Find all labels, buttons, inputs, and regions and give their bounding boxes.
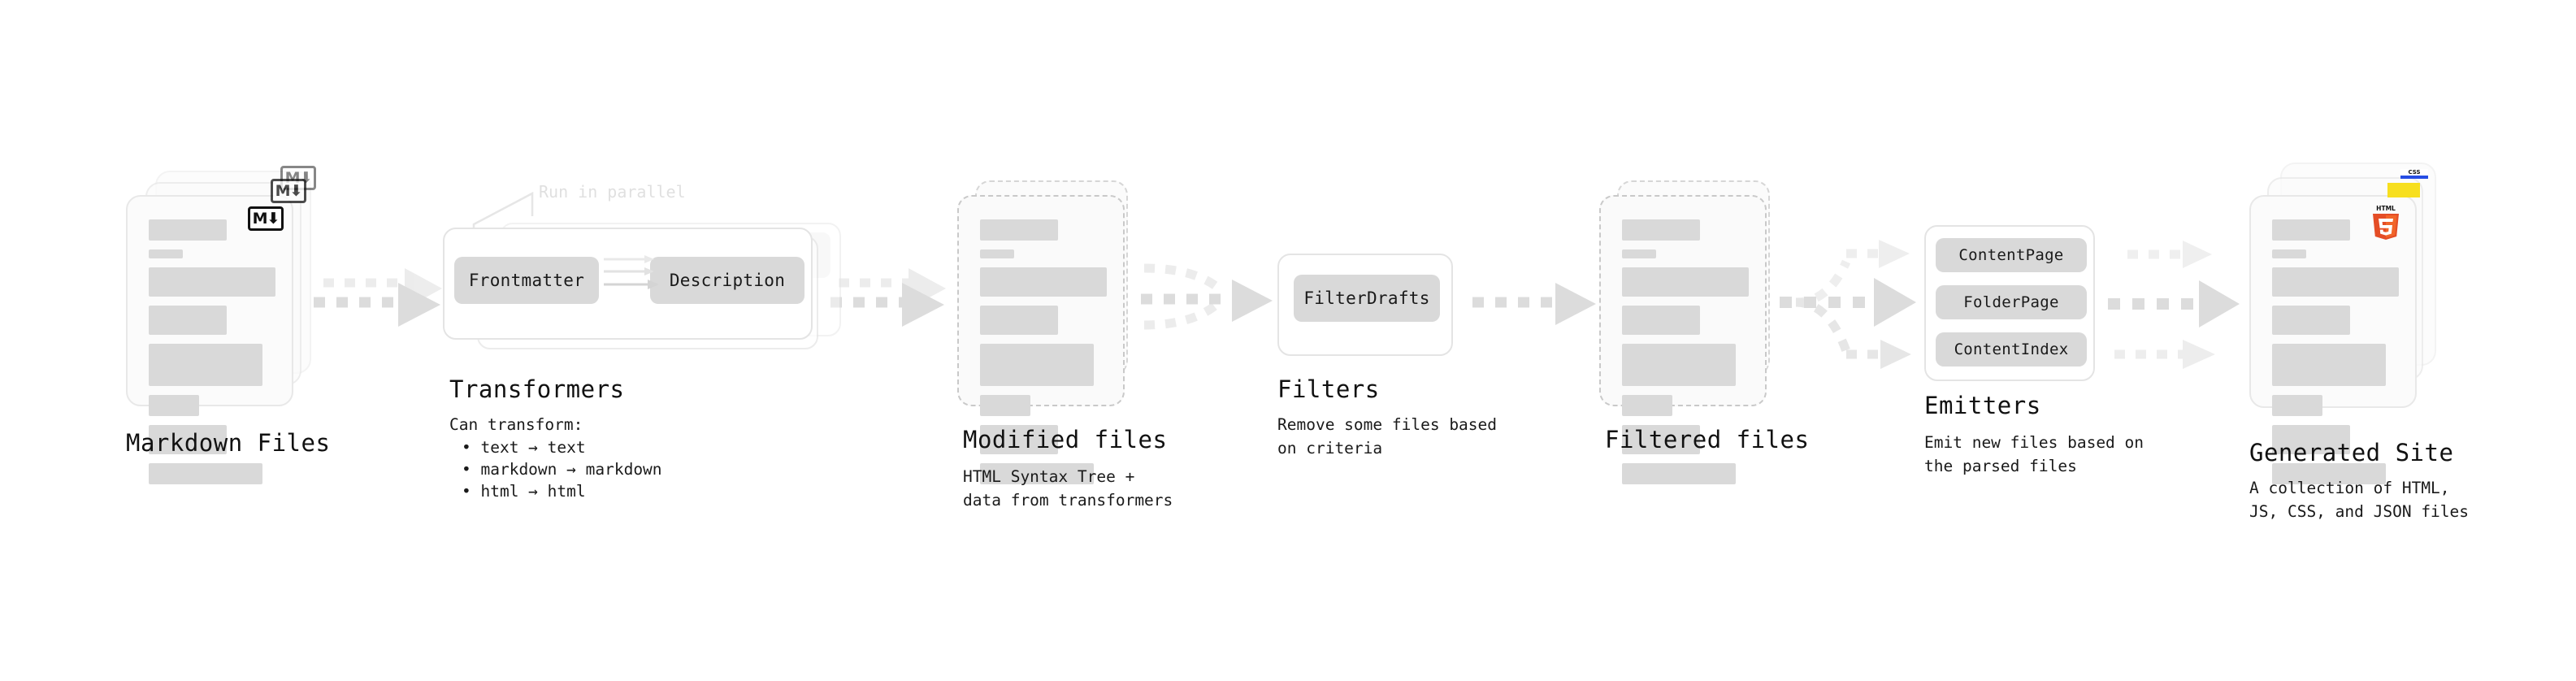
inner-transform-arrows	[604, 255, 659, 289]
stage-markdown-files: M⬇ M⬇ M⬇	[126, 166, 316, 484]
transformers-subtitle: Can transform:	[449, 415, 583, 434]
connector-transformers-to-modified	[839, 268, 946, 309]
emitters-subtitle: Emit new files based on the parsed files	[1924, 433, 2144, 476]
chip-contentindex[interactable]: ContentIndex	[1936, 332, 2087, 367]
connector-markdown-to-transformers-main	[314, 283, 440, 327]
stage-filtered-files	[1599, 180, 1786, 484]
skeleton-bars	[1622, 219, 1749, 493]
skeleton-bars	[980, 219, 1107, 493]
html5-badge: HTML	[2370, 203, 2402, 241]
stage-title-filters: Filters	[1277, 375, 1380, 403]
js-badge	[2387, 183, 2420, 197]
connector-modified-to-filters	[1141, 263, 1273, 330]
filters-subtitle: Remove some files based on criteria	[1277, 415, 1498, 458]
doc-card-front	[1599, 195, 1767, 484]
connector-transformers-to-modified-main	[830, 283, 944, 327]
stage-title-markdown-files: Markdown Files	[126, 429, 331, 457]
stage-title-emitters: Emitters	[1924, 392, 2041, 419]
stage-title-modified-files: Modified files	[963, 426, 1168, 453]
stage-emitters-panel: ContentPage FolderPage ContentIndex	[1924, 225, 2095, 381]
doc-card-front	[957, 195, 1125, 484]
stage-modified-files	[957, 180, 1144, 484]
transformers-bullet-0: • text → text	[462, 438, 586, 457]
stage-title-filtered-files: Filtered files	[1605, 426, 1810, 453]
skeleton-bars	[149, 219, 275, 493]
run-in-parallel-label: Run in parallel	[539, 182, 686, 202]
connector-filters-to-filtered	[1472, 283, 1596, 325]
chip-folderpage[interactable]: FolderPage	[1936, 285, 2087, 319]
css-badge: CSS	[2400, 169, 2428, 179]
connector-filtered-to-emitters	[1780, 240, 1916, 369]
stage-title-generated-site: Generated Site	[2249, 439, 2454, 466]
modified-files-subtitle: HTML Syntax Tree + data from transformer…	[963, 467, 1173, 510]
stage-transformers: Run in parallel Frontmatter Description	[443, 182, 841, 359]
stage-filters-panel: FilterDrafts	[1277, 254, 1453, 356]
svg-text:HTML: HTML	[2376, 205, 2396, 212]
chip-contentpage[interactable]: ContentPage	[1936, 238, 2087, 272]
transformer-panel-front: Frontmatter Description	[443, 228, 813, 340]
transformers-bullet-1: • markdown → markdown	[462, 460, 662, 479]
markdown-badge-front: M⬇	[248, 206, 284, 231]
stage-title-transformers: Transformers	[449, 375, 625, 403]
chip-description[interactable]: Description	[650, 257, 804, 304]
markdown-badge-mid: M⬇	[271, 179, 306, 203]
stage-generated-site: CSS HTML	[2249, 163, 2452, 484]
chip-filterdrafts[interactable]: FilterDrafts	[1294, 275, 1440, 322]
connector-markdown-to-transformers	[323, 268, 442, 309]
transformers-bullet-2: • html → html	[462, 482, 586, 501]
chip-frontmatter[interactable]: Frontmatter	[454, 257, 599, 304]
generated-site-subtitle: A collection of HTML, JS, CSS, and JSON …	[2249, 479, 2470, 522]
connector-emitters-to-site	[2108, 241, 2240, 369]
skeleton-bars	[2272, 219, 2399, 493]
